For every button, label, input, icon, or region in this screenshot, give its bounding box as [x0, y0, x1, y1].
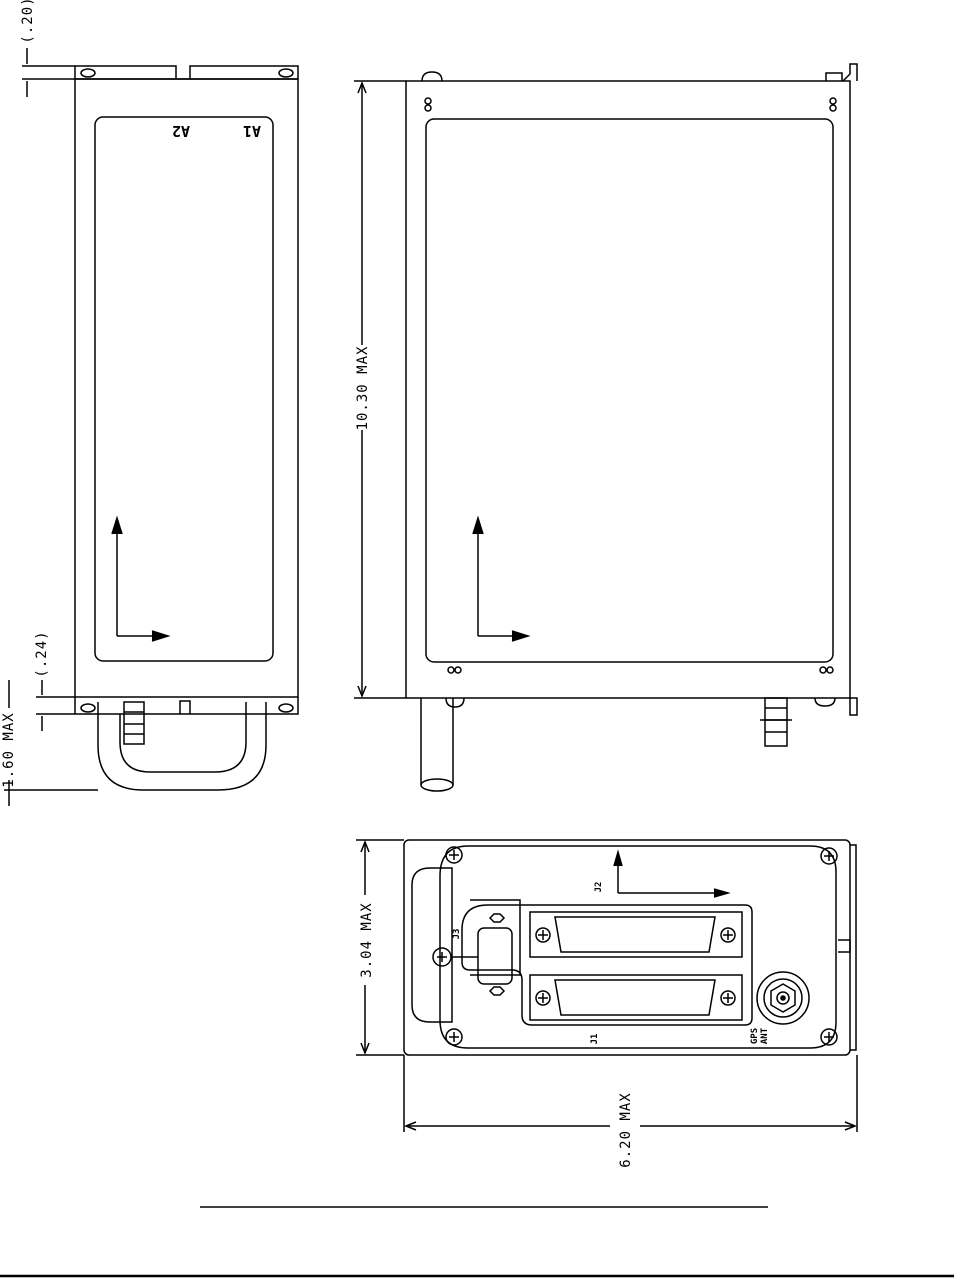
label-ant: ANT — [760, 1027, 770, 1044]
label-j1: J1 — [590, 1034, 600, 1045]
rear-panel-view — [356, 839, 858, 1132]
dim-width: 6.20 MAX — [618, 1092, 634, 1167]
label-j2: J2 — [594, 882, 604, 893]
dim-width-side: 1.60 MAX — [1, 712, 17, 787]
top-view-handle — [420, 698, 454, 785]
side-view-body — [74, 78, 299, 698]
dim-top-offset: (.20) — [20, 0, 36, 44]
label-j3: J3 — [452, 929, 462, 940]
label-a2: A2 — [172, 122, 190, 140]
side-view — [4, 48, 299, 806]
label-a1: A1 — [243, 122, 261, 140]
top-view — [354, 63, 858, 792]
dim-length: 10.30 MAX — [355, 346, 371, 431]
top-view-body — [405, 80, 851, 699]
top-view-antenna-connector — [764, 697, 788, 747]
dim-height: 3.04 MAX — [359, 902, 375, 977]
side-view-label-plate — [94, 116, 274, 662]
rear-panel-handle — [411, 867, 453, 1023]
connector-j3 — [477, 927, 513, 985]
connector-j1 — [529, 974, 743, 1021]
gps-antenna-connector — [756, 971, 810, 1025]
side-view-handle — [97, 702, 267, 791]
label-gps: GPS — [750, 1028, 760, 1044]
dim-bottom-offset: (.24) — [34, 630, 50, 677]
side-view-top-flange — [74, 65, 299, 80]
connector-j2 — [529, 911, 743, 958]
side-view-antenna-connector — [123, 701, 145, 745]
rear-panel-body — [403, 839, 851, 1056]
top-view-cover — [425, 118, 834, 663]
